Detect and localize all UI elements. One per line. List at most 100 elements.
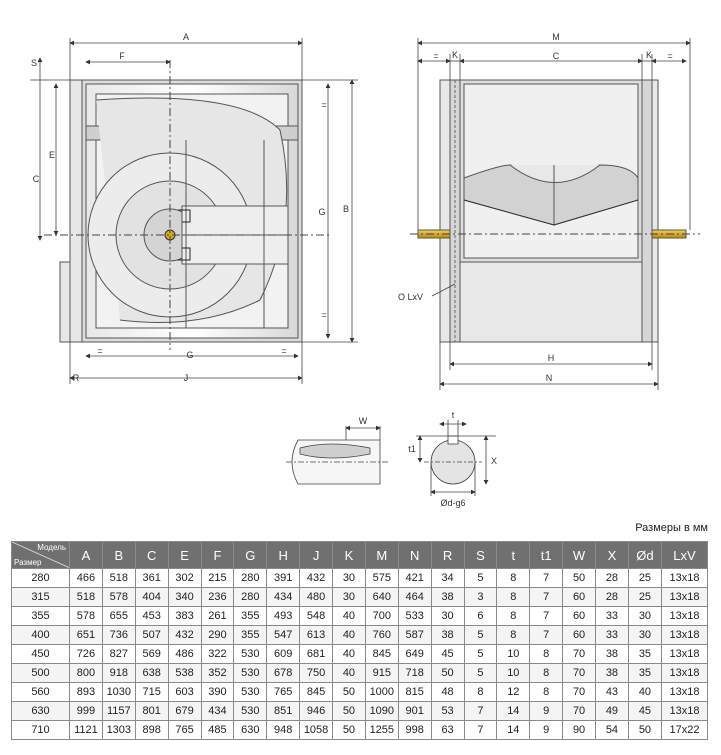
side-dimension-labels: M = K C K = O LxV H N (398, 32, 673, 383)
shaft-labels: W t t1 X Ød-g6 (359, 410, 497, 508)
table-cell: 815 (397, 682, 432, 702)
table-cell: 38 (595, 663, 629, 683)
svg-text:S: S (31, 58, 37, 68)
table-cell: 8 (496, 568, 531, 588)
size-cell: 560 (11, 682, 70, 702)
table-cell: 726 (69, 644, 103, 664)
table-cell: 765 (167, 720, 202, 740)
column-header: R (430, 541, 465, 569)
svg-text:B: B (343, 204, 349, 214)
svg-text:t1: t1 (408, 444, 416, 454)
table-cell: 50 (627, 720, 663, 740)
table-cell: 718 (397, 663, 432, 683)
table-cell: 538 (167, 663, 202, 683)
table-cell: 578 (69, 606, 103, 626)
table-cell: 630 (233, 720, 268, 740)
svg-text:=: = (667, 51, 672, 61)
table-cell: 7 (463, 720, 498, 740)
corner-model-label: Модель (37, 543, 66, 552)
table-cell: 1303 (101, 720, 136, 740)
table-cell: 5 (463, 568, 498, 588)
column-header: N (397, 541, 432, 569)
column-header: Ød (627, 541, 663, 569)
technical-drawing: A F S C E = G = B = G = R J (30, 32, 700, 508)
table-cell: 434 (266, 587, 301, 607)
table-cell: 54 (595, 720, 629, 740)
table-cell: 5 (463, 625, 498, 645)
table-cell: 43 (595, 682, 629, 702)
table-cell: 404 (134, 587, 169, 607)
table-cell: 50 (430, 663, 465, 683)
table-cell: 49 (595, 701, 629, 721)
table-cell: 9 (529, 701, 564, 721)
column-header: J (299, 541, 333, 569)
table-cell: 8 (529, 644, 564, 664)
table-cell: 845 (364, 644, 399, 664)
table-cell: 649 (397, 644, 432, 664)
table-cell: 1255 (364, 720, 399, 740)
svg-text:t: t (452, 410, 455, 420)
table-cell: 13x18 (661, 663, 708, 683)
table-cell: 1058 (299, 720, 333, 740)
shaft-section-detail (416, 420, 496, 496)
table-cell: 60 (562, 587, 596, 607)
column-header: t (496, 541, 531, 569)
table-cell: 53 (430, 701, 465, 721)
table-cell: 898 (134, 720, 169, 740)
shaft-key-detail (286, 425, 390, 485)
svg-text:K: K (646, 50, 652, 60)
table-cell: 48 (430, 682, 465, 702)
table-cell: 14 (496, 701, 531, 721)
table-cell: 845 (299, 682, 333, 702)
table-cell: 750 (299, 663, 333, 683)
table-cell: 827 (101, 644, 136, 664)
side-view (410, 79, 700, 343)
table-cell: 578 (101, 587, 136, 607)
svg-text:=: = (281, 346, 286, 356)
table-cell: 640 (364, 587, 399, 607)
svg-text:H: H (548, 353, 555, 363)
table-cell: 609 (266, 644, 301, 664)
table-cell: 322 (200, 644, 235, 664)
table-cell: 13x18 (661, 644, 708, 664)
table-cell: 651 (69, 625, 103, 645)
table-cell: 38 (595, 644, 629, 664)
table-cell: 8 (529, 682, 564, 702)
table-cell: 35 (627, 644, 663, 664)
table-cell: 530 (233, 682, 268, 702)
side-dimensions (417, 38, 691, 390)
table-cell: 421 (397, 568, 432, 588)
table-cell: 530 (233, 644, 268, 664)
table-cell: 1157 (101, 701, 136, 721)
table-cell: 575 (364, 568, 399, 588)
table-cell: 548 (299, 606, 333, 626)
size-cell: 355 (11, 606, 70, 626)
table-cell: 63 (430, 720, 465, 740)
table-cell: 3 (463, 587, 498, 607)
size-cell: 710 (11, 720, 70, 740)
table-cell: 7 (529, 568, 564, 588)
table-cell: 13x18 (661, 682, 708, 702)
table-cell: 33 (595, 606, 629, 626)
svg-text:J: J (184, 373, 189, 383)
table-cell: 50 (332, 682, 366, 702)
size-cell: 630 (11, 701, 70, 721)
table-cell: 1121 (69, 720, 103, 740)
table-cell: 13x18 (661, 701, 708, 721)
column-header: M (364, 541, 399, 569)
table-cell: 715 (134, 682, 169, 702)
table-cell: 8 (496, 606, 531, 626)
units-caption: Размеры в мм (635, 522, 708, 534)
table-cell: 7 (463, 701, 498, 721)
front-dimensions (30, 38, 358, 384)
svg-text:W: W (359, 416, 368, 426)
svg-text:R: R (73, 373, 80, 383)
table-cell: 679 (167, 701, 202, 721)
table-cell: 464 (397, 587, 432, 607)
table-cell: 355 (233, 625, 268, 645)
column-header: B (101, 541, 136, 569)
